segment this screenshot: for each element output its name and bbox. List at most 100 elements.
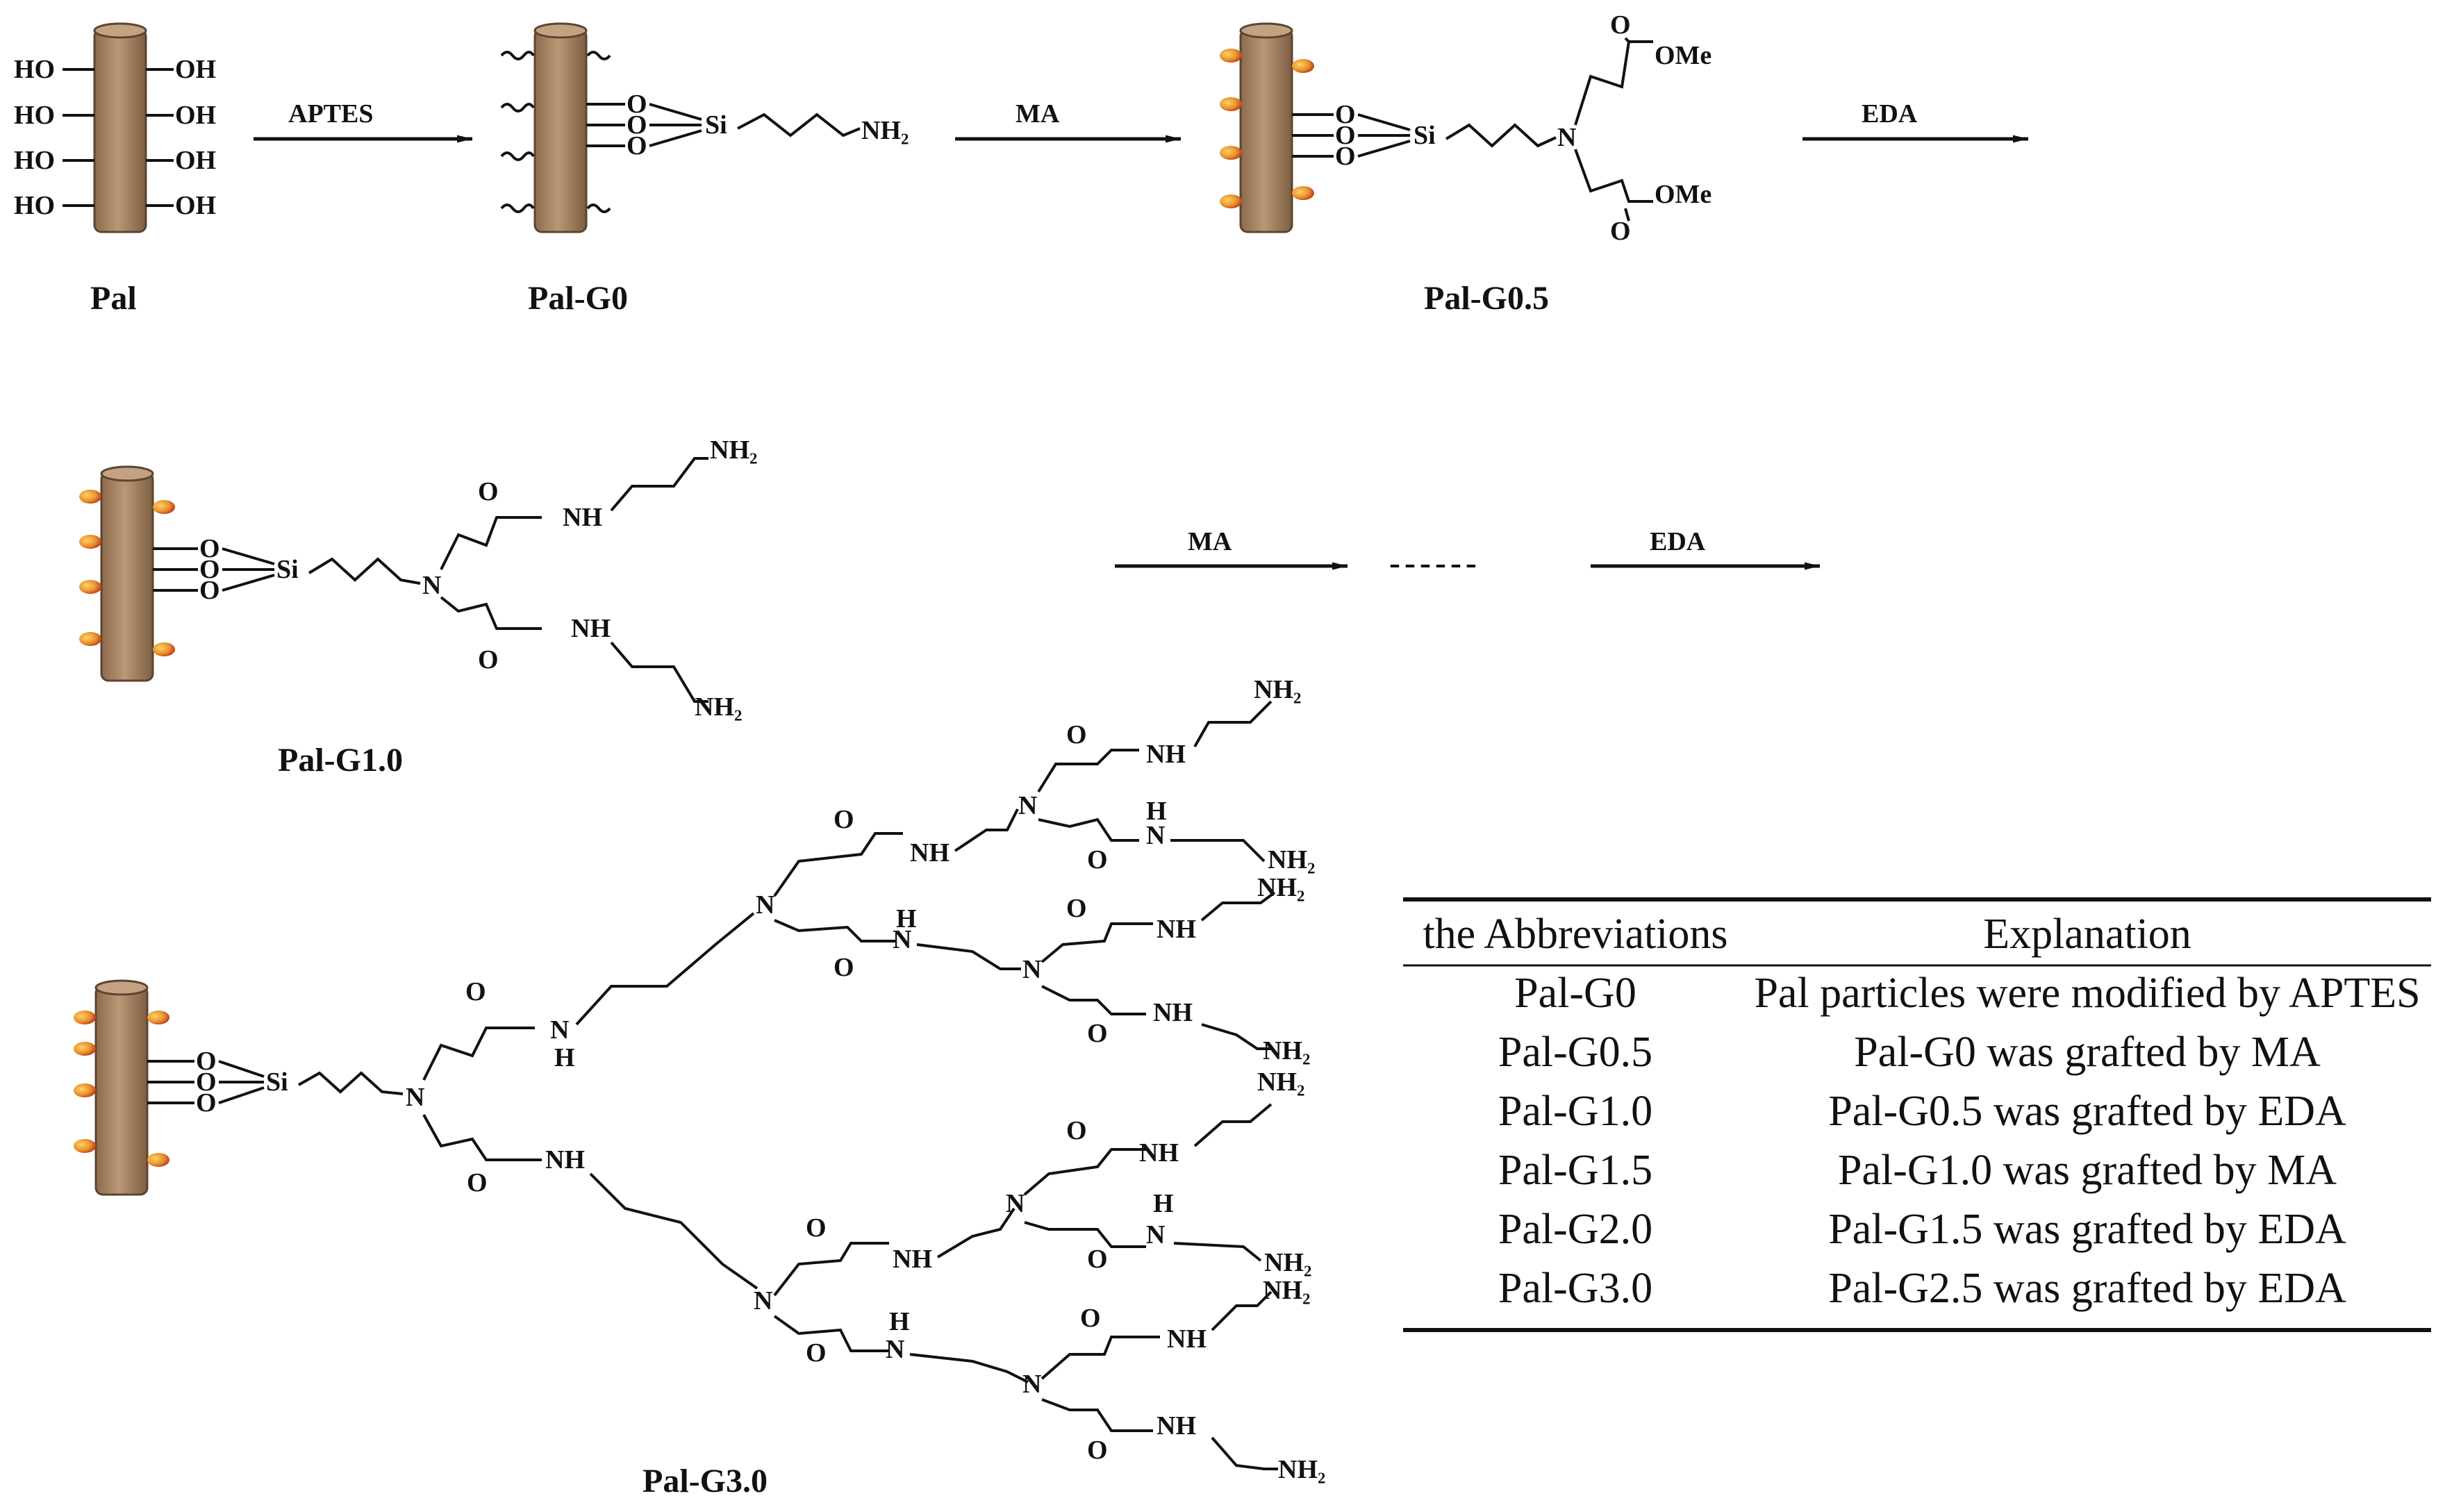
table-cell: Pal-G1.0 was grafted by MA — [1838, 1147, 2337, 1194]
svg-text:O: O — [465, 977, 486, 1006]
svg-text:NH: NH — [1153, 998, 1193, 1027]
svg-text:NH₂: NH₂ — [1268, 845, 1315, 874]
svg-text:H: H — [1153, 1189, 1174, 1218]
svg-text:NH₂: NH₂ — [1254, 675, 1301, 704]
svg-text:NH₂: NH₂ — [710, 435, 757, 465]
svg-text:O: O — [627, 131, 647, 160]
svg-text:O: O — [834, 805, 854, 834]
svg-text:N: N — [1022, 1370, 1041, 1399]
svg-text:O: O — [467, 1168, 488, 1197]
svg-text:O: O — [196, 1067, 217, 1097]
pal-g05-rod — [1220, 22, 1314, 233]
svg-text:Si: Si — [276, 555, 299, 584]
svg-text:Si: Si — [705, 110, 727, 140]
svg-text:OH: OH — [175, 55, 216, 84]
table-header-explanation: Explanation — [1983, 911, 2191, 958]
svg-text:O: O — [1066, 720, 1087, 749]
svg-text:O: O — [199, 534, 220, 563]
svg-text:O: O — [196, 1047, 217, 1076]
svg-text:O: O — [834, 953, 854, 982]
svg-text:NH: NH — [1157, 915, 1196, 944]
table-cell: Pal-G3.0 — [1498, 1265, 1652, 1312]
svg-text:O: O — [1610, 10, 1631, 40]
svg-text:NH: NH — [571, 614, 611, 643]
svg-text:O: O — [1087, 1436, 1108, 1465]
table-cell: Pal-G1.5 — [1498, 1147, 1652, 1194]
svg-text:EDA: EDA — [1650, 527, 1706, 556]
svg-text:HO: HO — [14, 55, 55, 84]
svg-text:EDA: EDA — [1862, 99, 1918, 128]
svg-text:NH₂: NH₂ — [861, 116, 909, 145]
svg-text:H: H — [1146, 797, 1167, 826]
svg-text:NH₂: NH₂ — [1257, 1067, 1304, 1097]
svg-text:NH: NH — [563, 503, 602, 532]
arrow-ma-1: MA — [955, 99, 1181, 143]
label-pal-g0: Pal-G0 — [528, 280, 628, 317]
svg-text:NH₂: NH₂ — [1263, 1036, 1310, 1065]
pal-g10-rod — [79, 465, 175, 682]
svg-text:HO: HO — [14, 146, 55, 175]
svg-text:O: O — [478, 645, 499, 674]
pal-g30-rod — [74, 979, 169, 1196]
svg-text:OMe: OMe — [1655, 180, 1712, 209]
table-cell: Pal-G0 was grafted by MA — [1854, 1029, 2321, 1076]
svg-text:O: O — [1087, 1019, 1108, 1048]
svg-text:N: N — [1006, 1189, 1025, 1218]
svg-text:NH₂: NH₂ — [695, 692, 742, 722]
label-pal-g30: Pal-G3.0 — [643, 1463, 768, 1499]
svg-text:NH: NH — [1167, 1324, 1207, 1354]
svg-text:O: O — [1087, 1245, 1108, 1274]
table-header-abbreviation: the Abbreviations — [1423, 911, 1727, 958]
label-pal-g10: Pal-G1.0 — [278, 742, 403, 779]
table-cell: Pal-G2.5 was grafted by EDA — [1828, 1265, 2346, 1312]
label-pal: Pal — [90, 280, 137, 317]
svg-text:OH: OH — [175, 146, 216, 175]
svg-text:O: O — [1335, 121, 1356, 150]
svg-text:OMe: OMe — [1655, 41, 1712, 70]
svg-text:N: N — [893, 925, 911, 954]
svg-text:HO: HO — [14, 191, 55, 220]
svg-text:H: H — [896, 904, 917, 933]
svg-text:NH₂: NH₂ — [1257, 873, 1304, 902]
svg-text:NH₂: NH₂ — [1264, 1248, 1311, 1277]
svg-text:Si: Si — [1414, 121, 1436, 150]
svg-text:O: O — [1066, 894, 1087, 923]
svg-text:N: N — [754, 1286, 772, 1315]
svg-text:N: N — [886, 1335, 904, 1364]
svg-text:NH: NH — [910, 838, 950, 867]
pal-g0-rod — [500, 22, 611, 233]
svg-text:OH: OH — [175, 191, 216, 220]
svg-text:APTES: APTES — [288, 99, 373, 128]
svg-text:N: N — [1557, 123, 1576, 152]
table-cell: Pal particles were modified by APTES — [1754, 970, 2420, 1017]
pal-g0-silane: O O O Si NH₂ — [586, 90, 909, 160]
arrow-eda-1: EDA — [1802, 99, 2028, 143]
table-cell: Pal-G1.0 — [1498, 1088, 1652, 1135]
svg-text:N: N — [550, 1015, 569, 1045]
table-cell: Pal-G0.5 — [1498, 1029, 1652, 1076]
arrow-eda-2: EDA — [1591, 527, 1820, 570]
label-pal-g05: Pal-G0.5 — [1424, 280, 1549, 317]
svg-text:O: O — [1335, 142, 1356, 171]
pal-rod — [93, 22, 147, 233]
svg-text:N: N — [1146, 821, 1165, 850]
svg-text:O: O — [627, 110, 647, 140]
svg-text:N: N — [756, 890, 774, 920]
svg-text:O: O — [1080, 1304, 1101, 1333]
svg-text:O: O — [627, 90, 647, 119]
svg-text:NH: NH — [545, 1145, 585, 1174]
table-cell: Pal-G2.0 — [1498, 1206, 1652, 1253]
pal-g05-ester-branch: O O O Si N O OMe O OMe — [1292, 10, 1712, 246]
svg-text:N: N — [1018, 791, 1037, 820]
pal-g30-dendrimer: O O O Si N O N H N O NH N O NH N O H N N — [147, 675, 1325, 1484]
svg-text:Si: Si — [266, 1067, 288, 1097]
svg-text:H: H — [889, 1307, 910, 1336]
svg-text:OH: OH — [175, 101, 216, 130]
pal-g10-amide-branch: O O O Si N O NH NH₂ O NH NH₂ — [153, 435, 757, 722]
svg-text:O: O — [806, 1213, 827, 1243]
svg-text:MA: MA — [1188, 527, 1232, 556]
svg-text:O: O — [1087, 845, 1108, 874]
svg-text:N: N — [1022, 955, 1041, 984]
table-cell: Pal-G0.5 was grafted by EDA — [1828, 1088, 2346, 1135]
table-cell: Pal-G0 — [1514, 970, 1636, 1017]
